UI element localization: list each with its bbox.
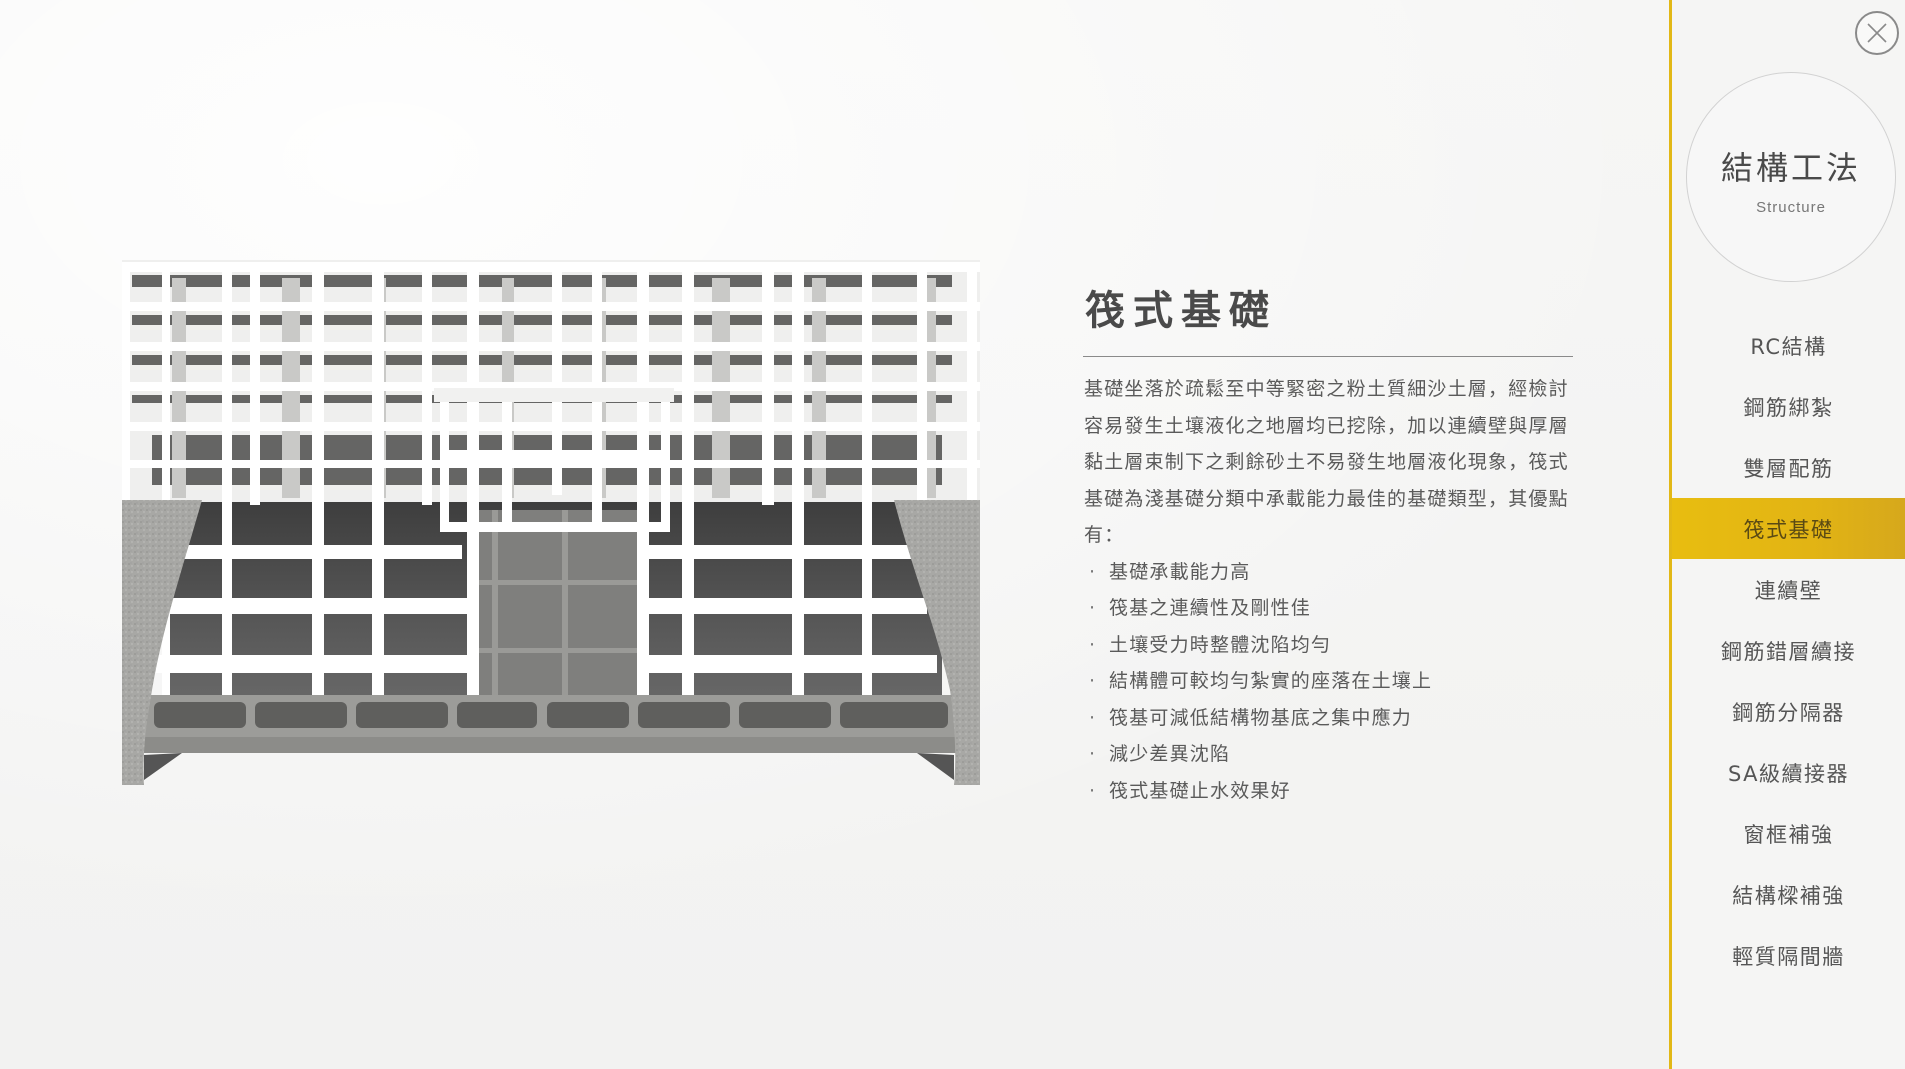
sidebar-item-rc-structure[interactable]: RC結構	[1750, 334, 1827, 359]
bullet-icon: ·	[1089, 743, 1097, 765]
bullet-icon: ·	[1089, 706, 1097, 729]
sidebar-item-rebar-tying[interactable]: 鋼筋綁紮	[1743, 395, 1834, 420]
sidebar-item-window-frame-reinforcement[interactable]: 窗框補強	[1743, 822, 1834, 847]
sidebar-menu: RC結構 鋼筋綁紮 雙層配筋 筏式基礎 連續壁 鋼筋錯層續接 鋼筋分隔器 SA級…	[1672, 315, 1905, 986]
brand-title: 結構工法	[1720, 148, 1861, 187]
advantages-list: ·基礎承載能力高 ·筏基之連續性及剛性佳 ·土壤受力時整體沈陷均勻 ·結構體可較…	[1083, 554, 1573, 810]
sidebar-item-raft-foundation[interactable]: 筏式基礎	[1672, 498, 1905, 559]
sidebar-item-diaphragm-wall[interactable]: 連續壁	[1754, 578, 1823, 603]
building-section-image	[122, 260, 980, 785]
list-item: ·筏基之連續性及剛性佳	[1083, 590, 1573, 627]
section-brand-badge: 結構工法 Structure	[1686, 72, 1896, 282]
raft-foundation-illustration	[122, 250, 980, 785]
list-item: ·結構體可較均勻紮實的座落在土壤上	[1083, 663, 1573, 700]
list-item: ·筏基可減低結構物基底之集中應力	[1083, 700, 1573, 737]
bullet-icon: ·	[1089, 779, 1097, 802]
bullet-icon: ·	[1089, 670, 1097, 692]
title-divider	[1083, 356, 1573, 357]
bullet-icon: ·	[1089, 597, 1097, 619]
description-paragraph: 基礎坐落於疏鬆至中等緊密之粉土質細沙土層，經檢討容易發生土壤液化之地層均已挖除，…	[1084, 378, 1569, 546]
list-item: ·基礎承載能力高	[1083, 554, 1573, 591]
sidebar-item-rebar-spacer[interactable]: 鋼筋分隔器	[1732, 700, 1845, 725]
brand-subtitle: Structure	[1756, 198, 1826, 216]
close-icon	[1867, 23, 1887, 43]
bullet-icon: ·	[1089, 560, 1097, 583]
list-item: ·筏式基礎止水效果好	[1083, 773, 1573, 810]
sidebar-item-lightweight-partition[interactable]: 輕質隔間牆	[1732, 944, 1845, 969]
close-button[interactable]	[1855, 11, 1899, 55]
sidebar-item-double-layer-rebar[interactable]: 雙層配筋	[1743, 456, 1834, 481]
list-item: ·土壤受力時整體沈陷均勻	[1083, 627, 1573, 664]
bullet-icon: ·	[1089, 633, 1097, 656]
list-item: ·減少差異沈陷	[1083, 736, 1573, 773]
section-title: 筏式基礎	[1085, 287, 1277, 334]
sidebar-item-staggered-rebar-splice[interactable]: 鋼筋錯層續接	[1721, 639, 1856, 664]
sidebar-item-beam-reinforcement[interactable]: 結構樑補強	[1732, 883, 1845, 908]
sidebar-item-sa-coupler[interactable]: SA級續接器	[1727, 761, 1850, 786]
content-panel: 筏式基礎 基礎坐落於疏鬆至中等緊密之粉土質細沙土層，經檢討容易發生土壤液化之地層…	[1083, 282, 1573, 809]
